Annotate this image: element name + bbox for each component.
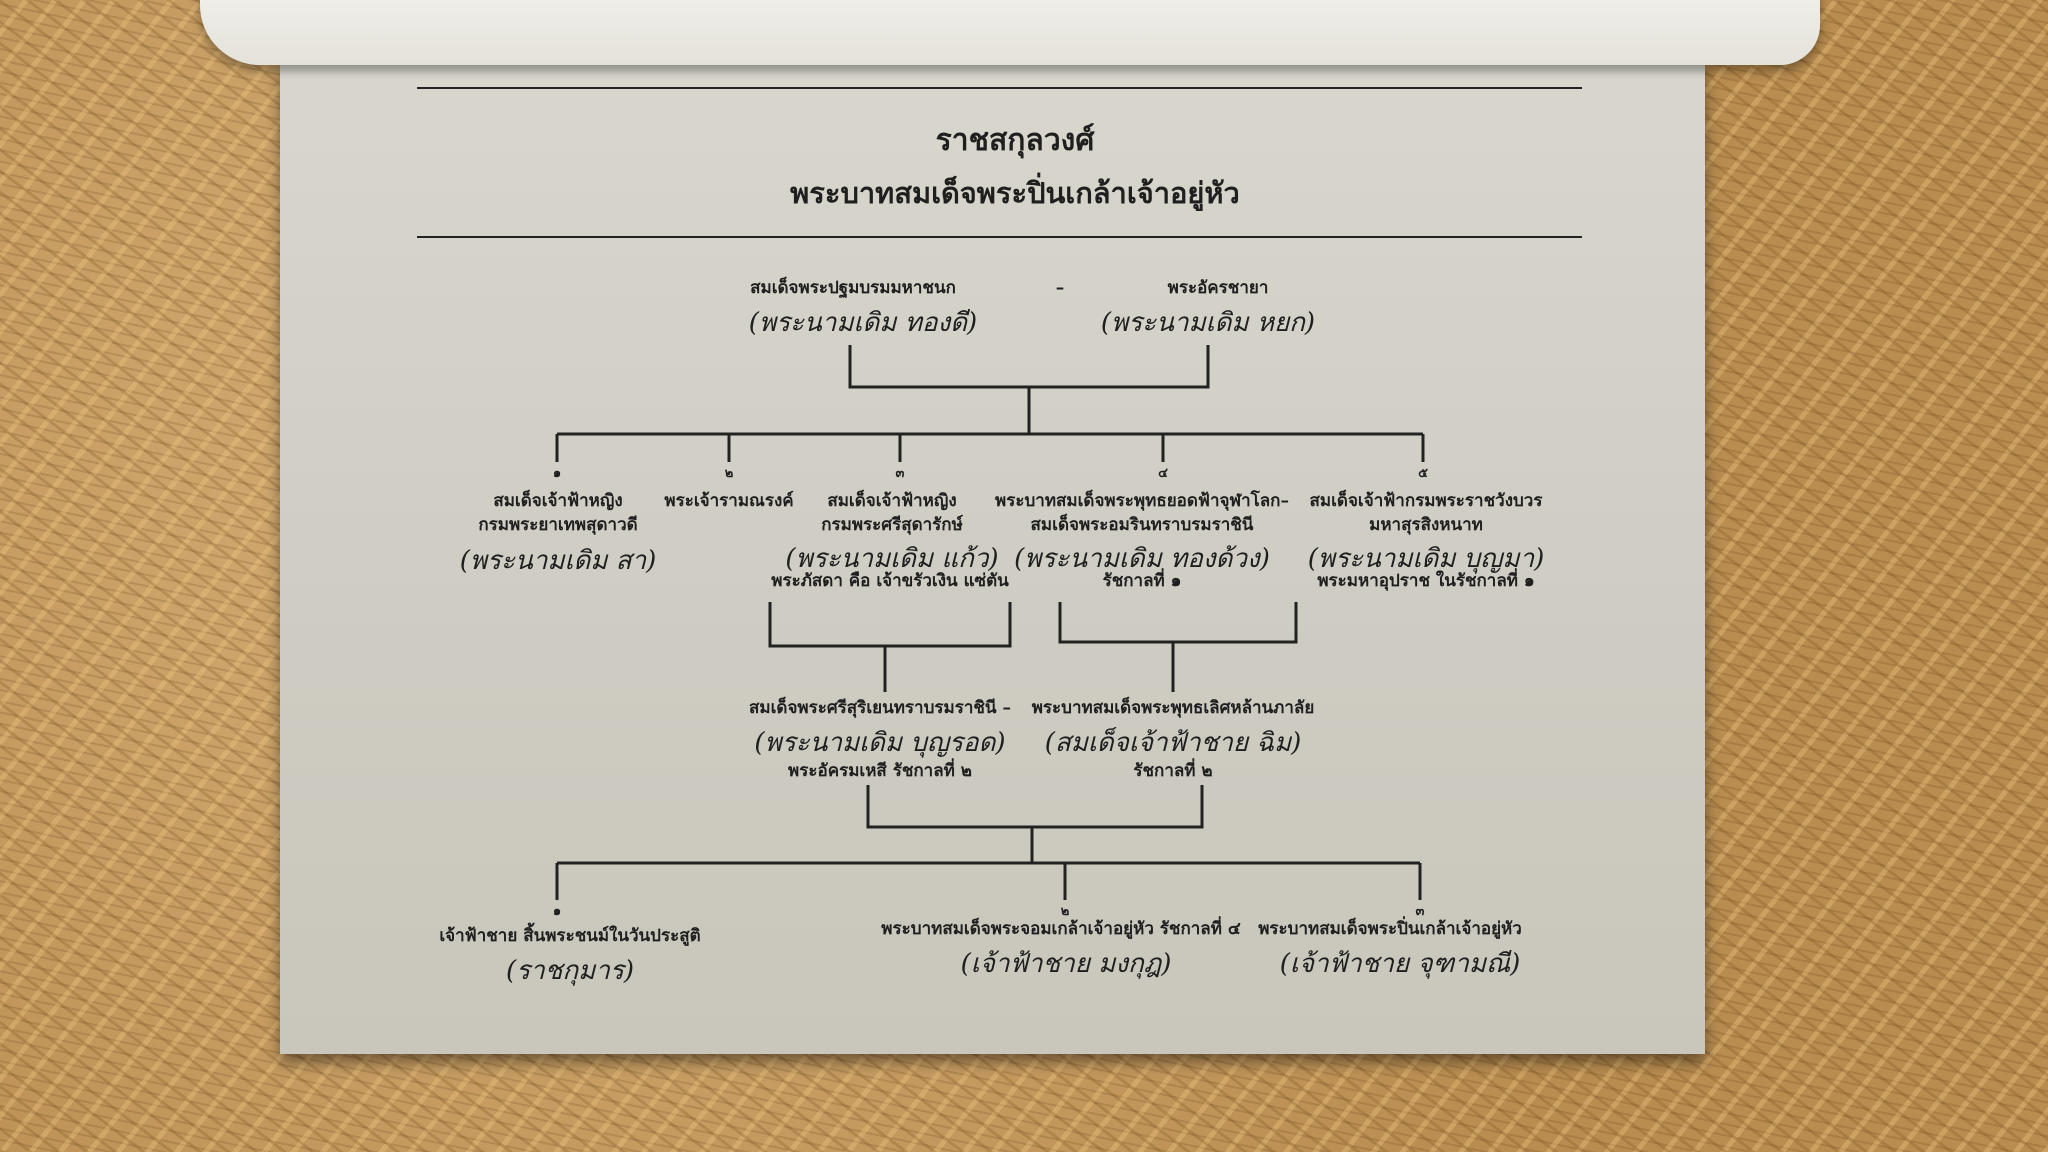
son-title: เจ้าฟ้าชาย สิ้นพระชนม์ในวันประสูติ — [439, 926, 701, 946]
child-number: ๓ — [1415, 904, 1425, 919]
child-title-line2: สมเด็จพระอมรินทราบรมราชินี — [1030, 515, 1254, 535]
son-title: พระบาทสมเด็จพระปิ่นเกล้าเจ้าอยู่หัว — [1258, 919, 1522, 939]
child-note: พระภัสดา คือ เจ้าขรัวเงิน แซ่ตัน — [771, 571, 1009, 591]
header-bottom-rule — [417, 236, 1582, 238]
child-number: ๔ — [1158, 466, 1168, 481]
child-name: (พระนามเดิม แก้ว) — [785, 544, 999, 574]
son-name: (เจ้าฟ้าชาย จุฑามณี) — [1279, 949, 1521, 979]
child-number: ๕ — [1418, 466, 1428, 481]
queen-name: (พระนามเดิม บุญรอด) — [754, 728, 1006, 758]
child-number: ๑ — [552, 466, 562, 481]
family-tree-lines — [555, 345, 1425, 900]
king-title: พระบาทสมเด็จพระพุทธเลิศหล้านภาลัย — [1031, 698, 1315, 718]
page-subtitle: พระบาทสมเด็จพระปิ่นเกล้าเจ้าอยู่หัว — [790, 176, 1240, 210]
father-title: สมเด็จพระปฐมบรมมหาชนก — [750, 278, 956, 298]
couple-dash: – — [1055, 278, 1065, 298]
child-title-line1: พระเจ้ารามณรงค์ — [664, 491, 794, 511]
son-name: (ราชกุมาร) — [506, 956, 634, 986]
child-title-line2: มหาสุรสิงหนาท — [1369, 515, 1483, 535]
child-title-line1: สมเด็จเจ้าฟ้าหญิง — [493, 491, 623, 511]
child-number: ๑ — [552, 904, 562, 919]
child-title-line1: สมเด็จเจ้าฟ้ากรมพระราชวังบวร — [1309, 491, 1543, 511]
king-name: (สมเด็จเจ้าฟ้าชาย ฉิม) — [1044, 728, 1302, 758]
top-rule — [417, 87, 1582, 89]
mother-name: (พระนามเดิม หยก) — [1100, 308, 1316, 338]
page-title: ราชสกุลวงศ์ — [935, 123, 1095, 158]
son-title: พระบาทสมเด็จพระจอมเกล้าเจ้าอยู่หัว รัชกา… — [881, 919, 1241, 939]
page-fold — [200, 0, 1820, 65]
mother-title: พระอัครชายา — [1167, 278, 1269, 298]
child-name: (พระนามเดิม ทองด้วง) — [1014, 544, 1270, 574]
child-title-line2: กรมพระศรีสุดารักษ์ — [821, 515, 963, 535]
queen-title: สมเด็จพระศรีสุริเยนทราบรมราชินี – — [749, 698, 1011, 718]
child-name: (พระนามเดิม สา) — [459, 546, 657, 576]
child-title-line1: พระบาทสมเด็จพระพุทธยอดฟ้าจุฬาโลก– — [995, 491, 1289, 511]
son-name: (เจ้าฟ้าชาย มงกุฎ) — [960, 949, 1172, 979]
child-note: รัชกาลที่ ๑ — [1102, 571, 1182, 591]
child-number: ๓ — [895, 466, 905, 481]
child-number: ๒ — [724, 466, 734, 481]
child-name: (พระนามเดิม บุญมา) — [1307, 544, 1545, 574]
document-page: ราชสกุลวงศ์ พระบาทสมเด็จพระปิ่นเกล้าเจ้า… — [280, 62, 1705, 1054]
king-note: รัชกาลที่ ๒ — [1133, 761, 1213, 781]
child-note: พระมหาอุปราช ในรัชกาลที่ ๑ — [1317, 571, 1535, 591]
child-title-line2: กรมพระยาเทพสุดาวดี — [478, 515, 638, 535]
father-name: (พระนามเดิม ทองดี) — [748, 308, 978, 338]
child-title-line1: สมเด็จเจ้าฟ้าหญิง — [827, 491, 957, 511]
child-number: ๒ — [1060, 904, 1070, 919]
queen-note: พระอัครมเหสี รัชกาลที่ ๒ — [788, 761, 972, 781]
